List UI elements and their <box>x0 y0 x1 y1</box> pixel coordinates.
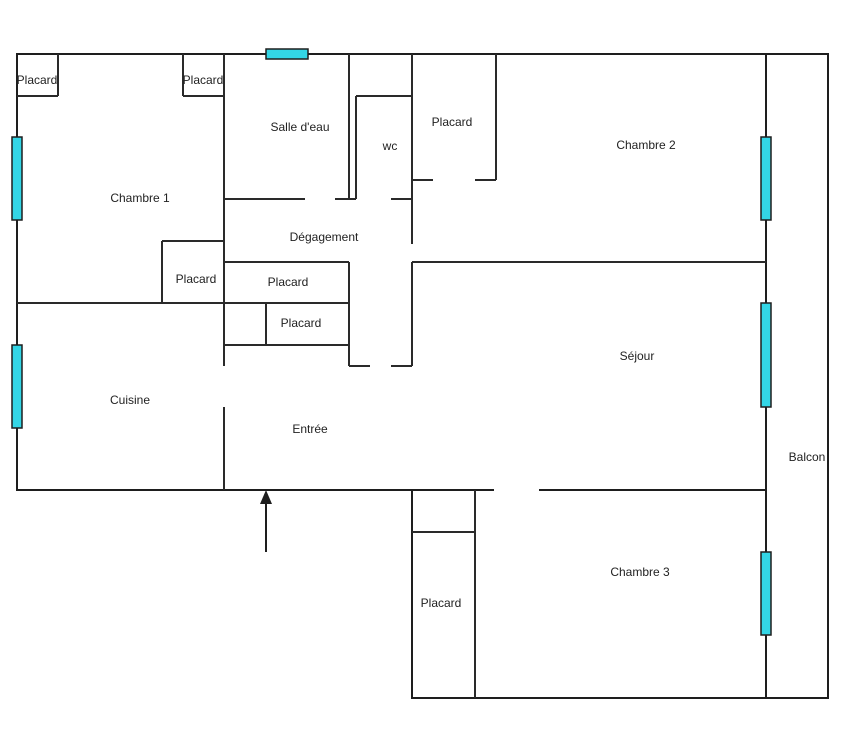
window-chambre-3 <box>760 551 772 636</box>
entrance-arrow-icon <box>260 490 272 552</box>
label-placard-top-left: Placard <box>17 73 58 87</box>
label-chambre-2: Chambre 2 <box>616 138 676 152</box>
window-chambre-1 <box>11 136 23 221</box>
label-sejour: Séjour <box>620 349 655 363</box>
label-placard-degagement-2: Placard <box>281 316 322 330</box>
windows <box>11 48 772 636</box>
label-placard-wc: Placard <box>432 115 473 129</box>
label-wc: wc <box>382 139 398 153</box>
room-labels: Placard Placard Chambre 1 Salle d'eau wc… <box>17 73 826 610</box>
label-degagement: Dégagement <box>290 230 359 244</box>
label-chambre-3: Chambre 3 <box>610 565 670 579</box>
label-placard-chambre-1: Placard <box>176 272 217 286</box>
label-entree: Entrée <box>292 422 328 436</box>
window-chambre-2 <box>760 136 772 221</box>
label-placard-degagement-1: Placard <box>268 275 309 289</box>
label-balcon: Balcon <box>789 450 826 464</box>
label-cuisine: Cuisine <box>110 393 150 407</box>
window-cuisine <box>11 344 23 429</box>
label-chambre-1: Chambre 1 <box>110 191 170 205</box>
interior-walls <box>17 54 766 698</box>
label-salle-deau: Salle d'eau <box>270 120 329 134</box>
window-top <box>265 48 309 60</box>
label-placard-top-mid: Placard <box>183 73 224 87</box>
label-placard-chambre-3: Placard <box>421 596 462 610</box>
window-sejour <box>760 302 772 408</box>
